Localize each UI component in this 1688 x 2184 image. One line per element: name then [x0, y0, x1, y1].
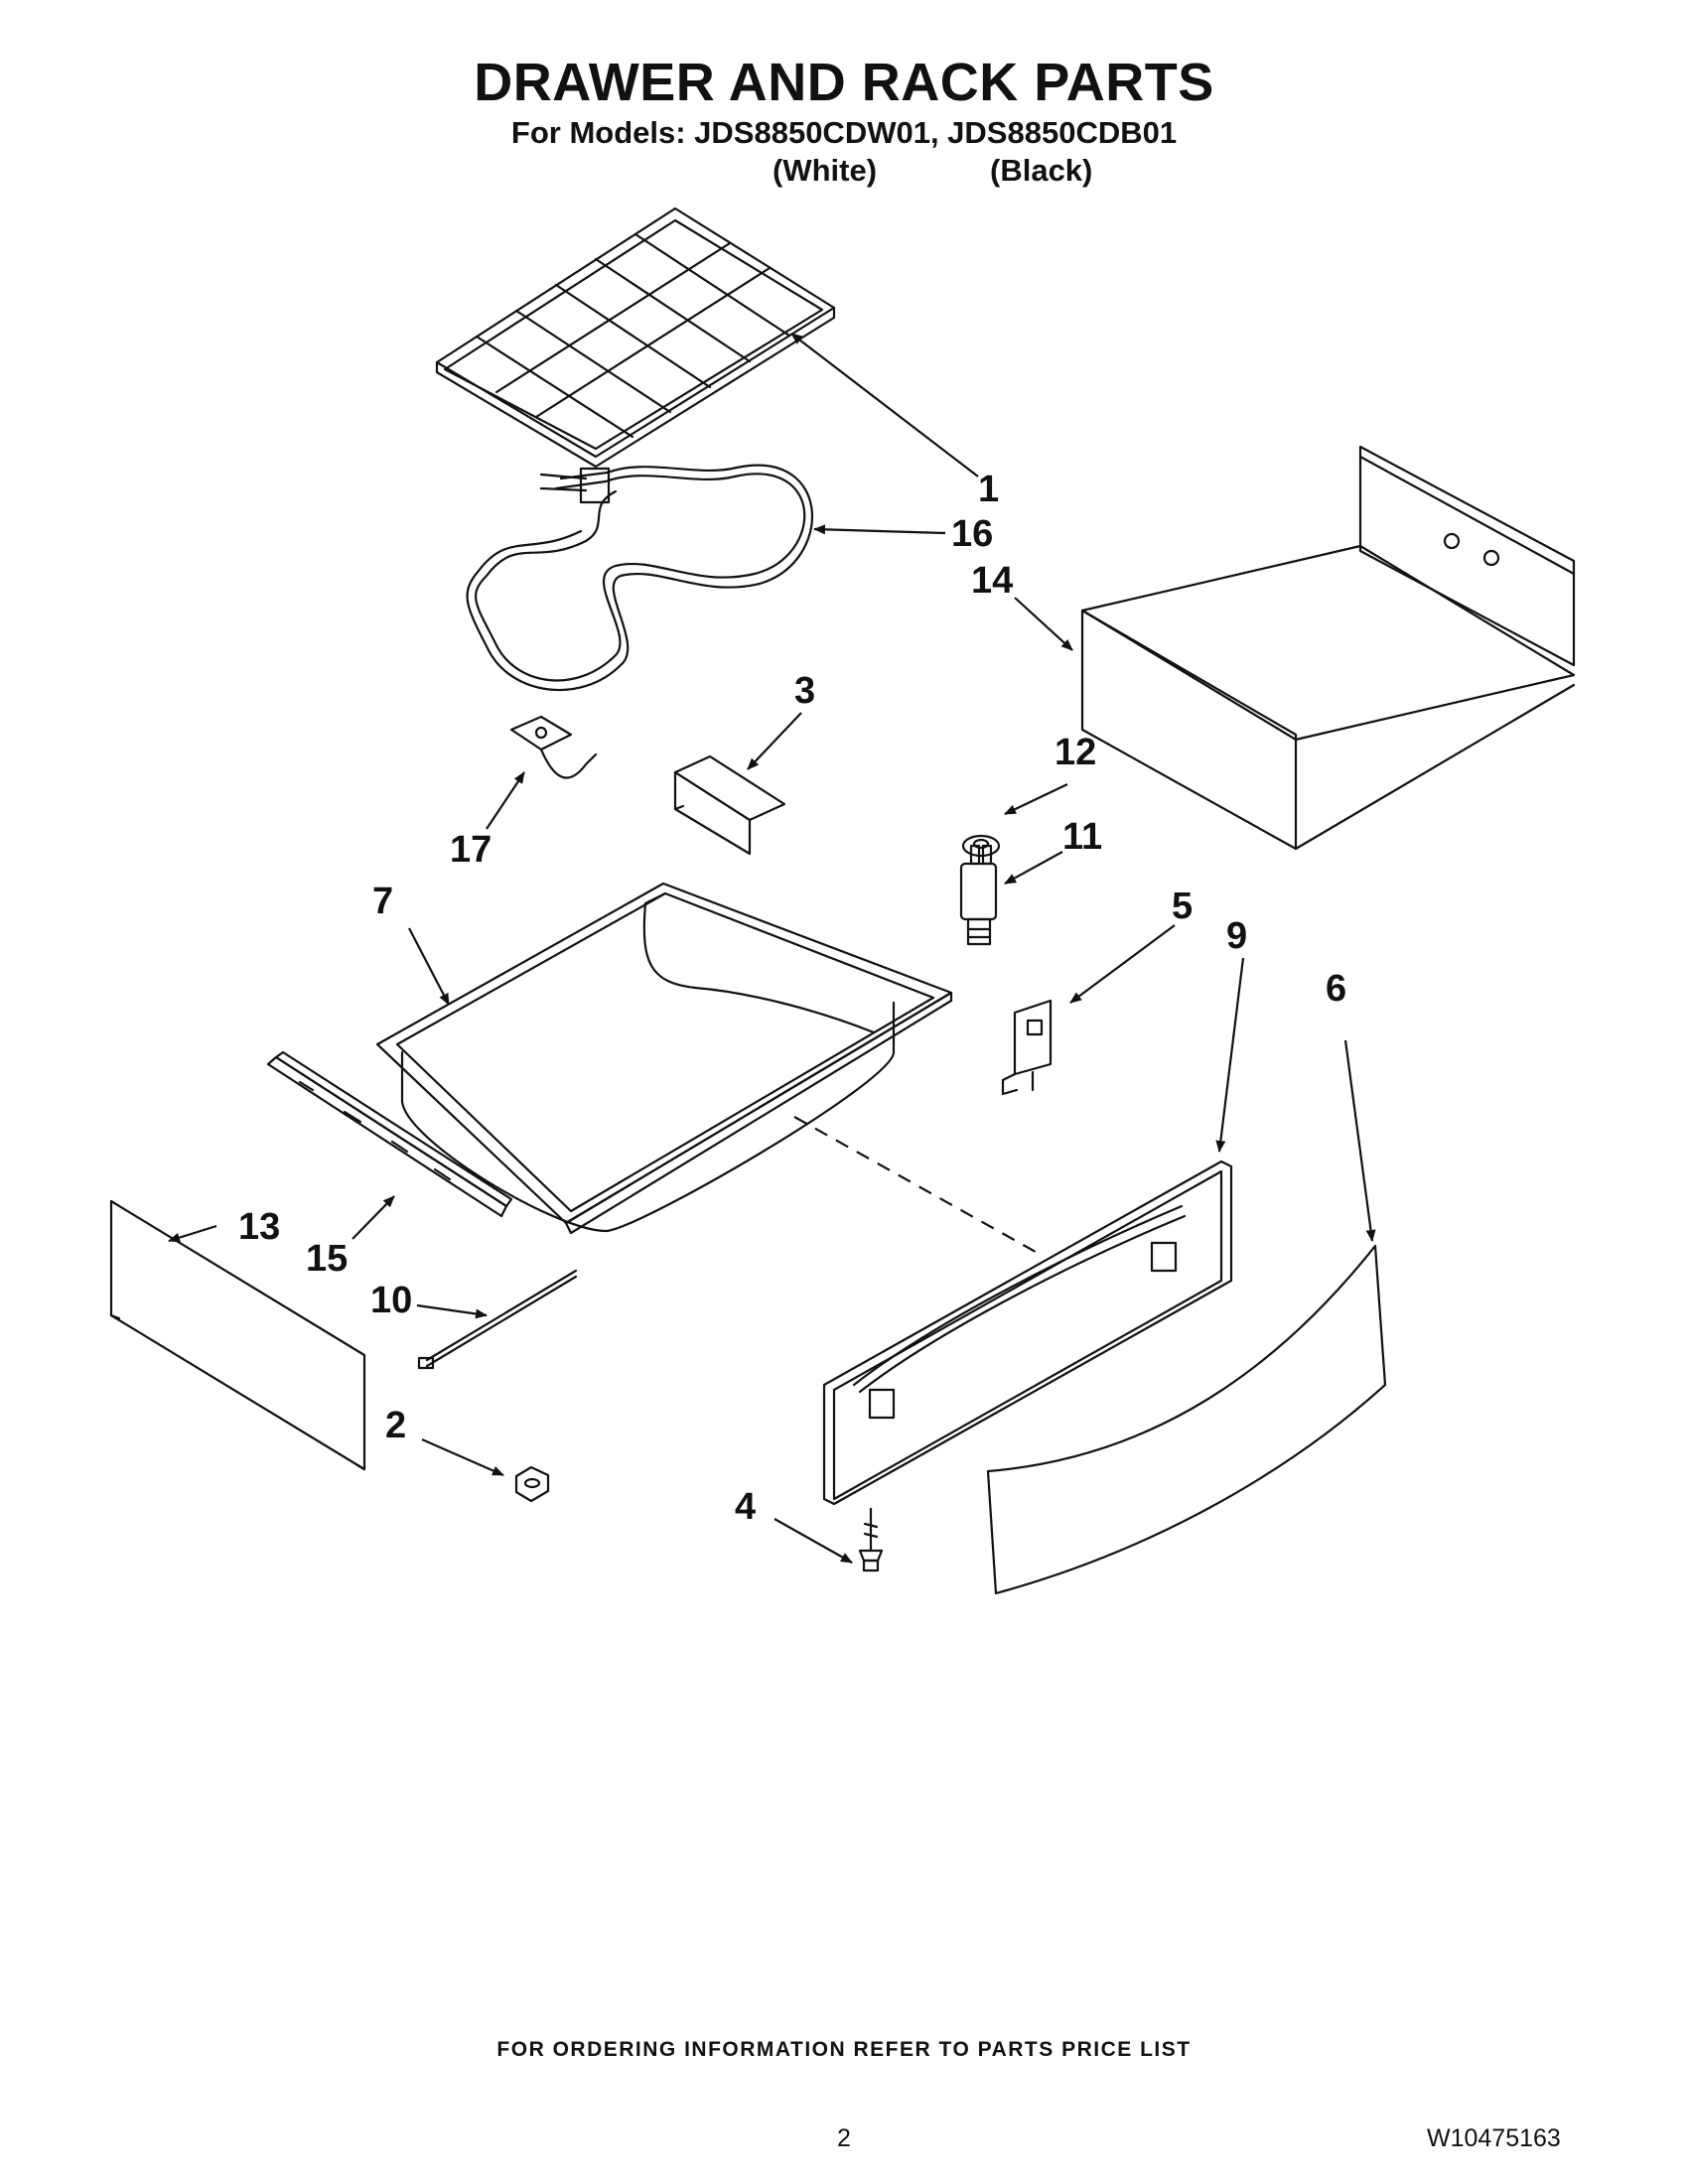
screw	[858, 1507, 884, 1572]
bake-element	[466, 464, 813, 692]
models-line: For Models: JDS8850CDW01, JDS8850CDB01	[510, 115, 1178, 150]
nut	[961, 834, 1001, 858]
drawer-pan	[375, 882, 953, 1235]
callout-15: 15	[306, 1238, 348, 1280]
leader-line-9	[1215, 957, 1245, 1153]
callout-5: 5	[1172, 886, 1193, 927]
document-number: W10475163	[1427, 2124, 1561, 2152]
leader-line-15	[352, 1195, 395, 1240]
leader-line-1	[790, 333, 979, 478]
leader-line-2	[421, 1437, 504, 1477]
callout-17: 17	[450, 829, 492, 871]
hinge	[1001, 999, 1053, 1096]
drawer-front-panel	[986, 1244, 1387, 1595]
leader-line-10	[416, 1303, 488, 1319]
leader-line-17	[486, 771, 525, 830]
element-clip	[509, 715, 598, 779]
leader-line-16	[813, 524, 946, 535]
oven-rack	[435, 206, 836, 469]
ordering-info-note: FOR ORDERING INFORMATION REFER TO PARTS …	[496, 2038, 1192, 2061]
drawer-front	[822, 1160, 1233, 1506]
callout-1: 1	[978, 469, 999, 510]
leader-line-11	[1004, 851, 1063, 885]
callout-16: 16	[951, 513, 993, 555]
variant-white: (White)	[773, 153, 878, 188]
probe-wire	[417, 1269, 578, 1370]
callout-6: 6	[1326, 968, 1346, 1010]
assembly-dashed-line	[793, 1116, 1044, 1257]
leader-line-14	[1014, 597, 1073, 651]
bracket	[673, 754, 786, 856]
leader-line-7	[408, 927, 450, 1006]
sensor	[959, 844, 998, 946]
leader-line-12	[1004, 783, 1068, 815]
callout-14: 14	[971, 560, 1013, 602]
leader-line-3	[747, 712, 802, 770]
page-title: DRAWER AND RACK PARTS	[474, 53, 1214, 112]
callout-9: 9	[1226, 915, 1247, 957]
drawer-back-panel	[109, 1199, 366, 1471]
callout-13: 13	[238, 1206, 280, 1248]
leader-line-4	[774, 1518, 853, 1564]
leader-line-13	[168, 1224, 217, 1243]
callout-2: 2	[385, 1405, 406, 1446]
callout-7: 7	[372, 881, 393, 922]
leader-line-6	[1343, 1039, 1376, 1242]
callout-11: 11	[1062, 816, 1102, 858]
callout-12: 12	[1055, 732, 1096, 773]
callout-4: 4	[735, 1486, 756, 1528]
callout-10: 10	[370, 1280, 412, 1321]
drawer-liner	[1080, 445, 1576, 851]
variant-black: (Black)	[990, 153, 1093, 188]
hex-nut	[514, 1465, 550, 1503]
front-rail	[266, 1050, 513, 1218]
leader-line-5	[1069, 924, 1176, 1004]
page-number: 2	[837, 2124, 851, 2152]
callout-3: 3	[794, 670, 815, 712]
